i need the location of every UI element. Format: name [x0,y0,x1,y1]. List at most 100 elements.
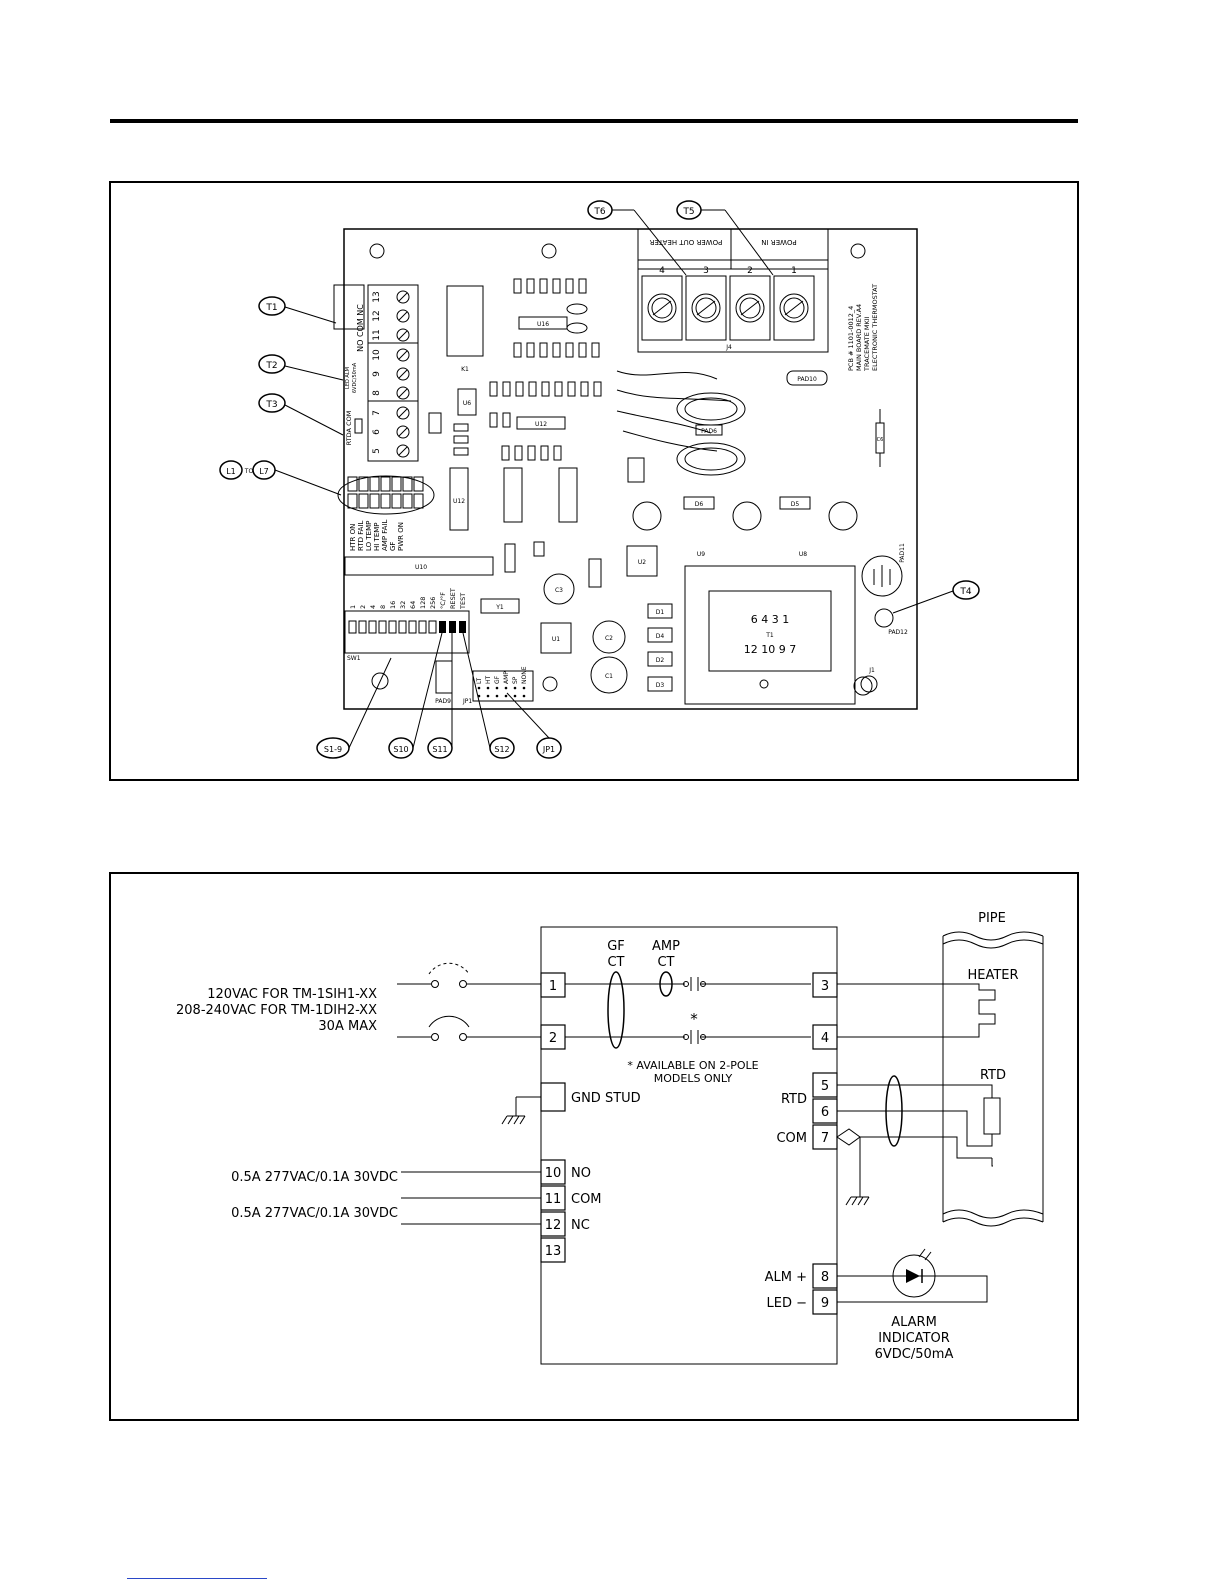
sw1-label: SW1 [347,655,361,662]
svg-text:HTR ON: HTR ON [349,524,357,551]
svg-text:T2: T2 [265,361,277,371]
svg-text:S10: S10 [393,745,408,754]
alm-plus-label: ALM + [765,1270,807,1285]
svg-text:6: 6 [821,1105,829,1120]
switch-contact [431,980,439,988]
svg-text:PCB # 1101-0012_4: PCB # 1101-0012_4 [847,306,855,371]
svg-text:11: 11 [545,1192,562,1207]
svg-text:30A MAX: 30A MAX [318,1019,377,1034]
svg-text:U10: U10 [415,564,427,571]
ic-u6 [457,388,477,416]
relay-rating-2: 0.5A 277VAC/0.1A 30VDC [231,1206,398,1221]
ic-u11 [533,541,545,557]
svg-text:HI TEMP: HI TEMP [373,522,381,551]
svg-text:RESET: RESET [449,588,457,609]
svg-text:RTD FAIL: RTD FAIL [357,521,365,551]
transformer-body [684,565,856,705]
svg-text:ELECTRONIC THERMOSTAT: ELECTRONIC THERMOSTAT [871,284,879,371]
amp-ct-coil [659,971,673,997]
ic-u2 [626,545,658,577]
svg-text:T4: T4 [959,587,971,597]
svg-text:S1-9: S1-9 [324,745,342,754]
board-layout-figure: POWER OUT HEATER POWER IN 4 3 2 1 J4 PCB… [109,181,1079,781]
svg-text:S12: S12 [494,745,509,754]
alarm-rating-label: 6VDC/50mA [352,362,358,393]
footer-link-underline [127,1578,267,1579]
cap-bulk-1 [632,501,662,531]
svg-text:8: 8 [372,390,382,396]
svg-text:U2: U2 [638,559,646,566]
svg-text:K1: K1 [461,366,469,373]
transformer-core [708,590,832,672]
svg-text:MAIN BOARD REV.A4: MAIN BOARD REV.A4 [855,304,863,371]
jp1-pins [477,686,526,698]
callout-l1-to-l7: L1 TO L7 [219,460,342,496]
crystal-y1 [480,598,520,614]
signal-terminal-block [367,284,419,462]
pad5 [874,608,894,628]
gnd-stud-label: GND STUD [571,1091,641,1106]
svg-text:TO: TO [244,468,254,475]
resistor-r18 [435,660,453,694]
callout-t1: T1 [258,296,337,324]
diode-d6 [683,496,715,510]
svg-text:120VAC FOR TM-1SIH1-XX: 120VAC FOR TM-1SIH1-XX [207,987,377,1002]
svg-text:8: 8 [821,1270,829,1285]
power-out-label: POWER OUT HEATER [649,238,722,246]
svg-text:J1: J1 [868,667,875,674]
svg-text:T3: T3 [265,400,277,410]
cap-c4 [588,558,602,588]
mounting-hole [541,243,557,259]
svg-text:13: 13 [545,1244,562,1259]
svg-text:L7: L7 [259,467,269,476]
terminal-2: 2 [540,1024,566,1050]
ct-coils [616,370,746,476]
svg-text:U16: U16 [537,321,549,328]
terminal-11: 11 [540,1185,566,1211]
upper-resistor-array [453,278,602,461]
relay-k1 [446,285,484,357]
svg-text:U12: U12 [535,421,547,428]
callout-t5: T5 [676,200,774,276]
svg-text:32: 32 [399,601,407,609]
pipe-label: PIPE [978,911,1006,926]
svg-text:11: 11 [372,329,382,340]
svg-text:T5: T5 [682,207,694,217]
svg-text:T6: T6 [593,207,605,217]
jp1-labels: LT HT GF AMP SP NONE [476,666,528,684]
relay-header-label: NO COM NC [356,304,365,352]
dip-lever-10[interactable] [439,621,446,633]
svg-text:5: 5 [372,448,382,454]
svg-text:D5: D5 [791,501,800,508]
svg-text:U8: U8 [799,551,807,558]
dip-lever-11[interactable] [449,621,456,633]
power-in-label: POWER IN [761,238,796,246]
rtd-left-label: RTD [781,1092,807,1107]
transformer-top-pins: 6 4 3 1 [751,613,789,626]
cap-c3 [543,573,575,605]
terminal-4: 4 [812,1024,838,1050]
note-line-1: * AVAILABLE ON 2-POLE [627,1059,758,1072]
resistor-r5 [428,412,442,434]
mov1 [786,370,828,386]
dip-lever-12[interactable] [459,621,466,633]
gnd-stud-terminal [540,1082,566,1112]
svg-text:TRACEMATE MKII: TRACEMATE MKII [863,316,871,372]
terminal-5: 5 [812,1072,838,1098]
svg-text:PAD9: PAD9 [435,698,451,705]
pcb-outline [343,228,918,710]
svg-text:PAD11: PAD11 [899,543,906,563]
svg-text:PWR ON: PWR ON [397,522,405,551]
svg-text:10: 10 [545,1166,562,1181]
svg-text:9: 9 [821,1296,829,1311]
callout-s1-9: S1-9 [316,657,392,759]
power-terminal-header [637,228,829,270]
svg-text:128: 128 [419,597,427,609]
svg-text:TEST: TEST [459,593,467,610]
note-line-2: MODELS ONLY [654,1072,733,1085]
svg-text:256: 256 [429,597,437,609]
svg-text:4: 4 [821,1031,829,1046]
svg-text:JP1: JP1 [462,698,472,705]
terminal-13: 13 [540,1237,566,1263]
svg-text:U9: U9 [697,551,705,558]
